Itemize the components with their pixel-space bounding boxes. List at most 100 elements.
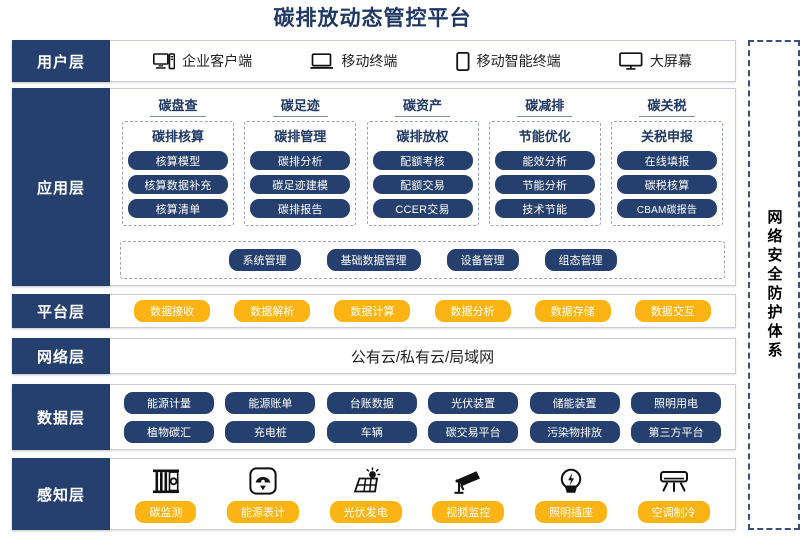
management-button[interactable]: 组态管理: [544, 249, 617, 271]
data-layer-row: 数据层 能源计量 能源账单 台账数据 光伏装置 储能装置 照明用电 植物碳汇 充…: [12, 384, 736, 450]
app-column-title: 碳盘查: [150, 95, 206, 117]
data-item-button[interactable]: 污染物排放: [529, 420, 620, 443]
app-item-button[interactable]: 碳税核算: [617, 175, 717, 194]
data-item-button[interactable]: 车辆: [326, 420, 417, 443]
app-item-button[interactable]: 碳足迹建模: [250, 175, 351, 194]
security-system-label: 网络安全防护体系: [765, 209, 783, 361]
sense-item-label[interactable]: 能源表计: [226, 501, 299, 523]
app-column-carbon-asset: 碳资产 碳排放权 配额考核 配额交易 CCER交易: [365, 95, 481, 226]
sense-item-label[interactable]: 照明插座: [534, 501, 607, 523]
network-layer-row: 网络层 公有云/私有云/局域网: [12, 338, 736, 374]
data-item-button[interactable]: 光伏装置: [428, 391, 519, 414]
app-item-button[interactable]: 技术节能: [494, 199, 595, 218]
user-layer-row: 用户层 企业客户端: [12, 40, 736, 82]
app-column-subtitle: 碳排核算: [151, 129, 204, 144]
desktop-monitor-icon: [153, 52, 176, 70]
user-item-label: 移动智能终端: [476, 53, 561, 69]
app-item-button[interactable]: 碳排报告: [250, 199, 351, 218]
app-column-carbon-tariff: 碳关税 关税申报 在线填报 碳税核算 CBAM碳报告: [609, 95, 725, 226]
perception-layer-label: 感知层: [12, 458, 110, 530]
management-button[interactable]: 基础数据管理: [326, 249, 421, 271]
perception-layer-body: 碳监测 能源表计: [110, 458, 736, 530]
sense-item-label[interactable]: 碳监测: [135, 501, 197, 523]
data-item-button[interactable]: 第三方平台: [630, 420, 721, 443]
carbon-monitor-icon: [151, 465, 181, 495]
data-item-button[interactable]: 充电桩: [225, 420, 316, 443]
sense-item-hvac-cooling[interactable]: 空调制冷: [637, 465, 710, 523]
app-column-title: 碳足迹: [272, 95, 328, 117]
application-layer-row: 应用层 碳盘查 碳排核算 核算模型 核算数据补充 核算清单 碳足迹 碳排管理: [12, 88, 736, 286]
app-item-button[interactable]: 核算模型: [128, 151, 228, 170]
user-layer-body: 企业客户端 移动终端: [110, 40, 736, 82]
app-item-button[interactable]: 配额考核: [372, 151, 473, 170]
management-group: 系统管理 基础数据管理 设备管理 组态管理: [120, 241, 725, 279]
data-item-button[interactable]: 储能装置: [529, 391, 620, 414]
data-layer-label: 数据层: [12, 384, 110, 450]
security-system-panel: 网络安全防护体系: [748, 40, 800, 530]
platform-item-button[interactable]: 数据计算: [334, 300, 411, 322]
app-column-title: 碳资产: [394, 95, 450, 117]
laptop-icon: [310, 52, 334, 70]
app-column-carbon-footprint: 碳足迹 碳排管理 碳排分析 碳足迹建模 碳排报告: [242, 95, 358, 226]
cctv-camera-icon: [452, 465, 484, 495]
app-item-button[interactable]: CBAM碳报告: [617, 199, 717, 218]
sense-item-pv-generation[interactable]: 光伏发电: [329, 465, 402, 523]
app-column-subtitle: 碳排管理: [274, 129, 327, 144]
app-column-title: 碳关税: [639, 95, 695, 117]
app-item-button[interactable]: 碳排分析: [250, 151, 351, 170]
data-item-button[interactable]: 植物碳汇: [124, 420, 214, 443]
energy-meter-icon: [249, 465, 277, 495]
management-button[interactable]: 系统管理: [228, 249, 301, 271]
user-item-large-screen[interactable]: 大屏幕: [619, 51, 692, 71]
sense-item-energy-meter[interactable]: 能源表计: [226, 465, 299, 523]
platform-item-button[interactable]: 数据解析: [234, 300, 311, 322]
data-layer-row-1: 能源计量 能源账单 台账数据 光伏装置 储能装置 照明用电: [124, 391, 721, 414]
large-screen-icon: [619, 52, 643, 70]
platform-item-button[interactable]: 数据分析: [434, 300, 511, 322]
data-item-button[interactable]: 能源账单: [225, 391, 316, 414]
application-layer-body: 碳盘查 碳排核算 核算模型 核算数据补充 核算清单 碳足迹 碳排管理 碳排分析 …: [110, 88, 736, 286]
application-layer-label: 应用层: [12, 88, 110, 286]
platform-item-button[interactable]: 数据交互: [634, 300, 711, 322]
sense-item-label[interactable]: 空调制冷: [637, 501, 710, 523]
platform-layer-label: 平台层: [12, 294, 110, 328]
data-item-button[interactable]: 台账数据: [326, 391, 417, 414]
perception-layer-row: 感知层 碳监测: [12, 458, 736, 530]
app-item-button[interactable]: 核算清单: [128, 199, 228, 218]
air-conditioner-icon: [658, 465, 690, 495]
app-item-button[interactable]: CCER交易: [372, 199, 473, 218]
app-item-button[interactable]: 核算数据补充: [128, 175, 228, 194]
management-button[interactable]: 设备管理: [446, 249, 519, 271]
user-layer-label: 用户层: [12, 40, 110, 82]
sense-item-lighting-socket[interactable]: 照明插座: [534, 465, 607, 523]
app-item-button[interactable]: 能效分析: [494, 151, 595, 170]
sense-item-video-surveillance[interactable]: 视频监控: [432, 465, 505, 523]
data-layer-row-2: 植物碳汇 充电桩 车辆 碳交易平台 污染物排放 第三方平台: [124, 420, 721, 443]
app-item-button[interactable]: 配额交易: [372, 175, 473, 194]
app-column-subtitle: 碳排放权: [396, 129, 449, 144]
network-layer-body: 公有云/私有云/局域网: [110, 338, 736, 374]
data-layer-body: 能源计量 能源账单 台账数据 光伏装置 储能装置 照明用电 植物碳汇 充电桩 车…: [110, 384, 736, 450]
platform-layer-row: 平台层 数据接收 数据解析 数据计算 数据分析 数据存储 数据交互: [12, 294, 736, 328]
app-item-button[interactable]: 在线填报: [617, 151, 717, 170]
platform-item-button[interactable]: 数据接收: [134, 300, 211, 322]
app-column-subtitle: 节能优化: [518, 129, 571, 144]
solar-panel-icon: [350, 465, 382, 495]
light-bulb-icon: [558, 465, 584, 495]
data-item-button[interactable]: 碳交易平台: [428, 420, 519, 443]
page-title: 碳排放动态管控平台: [273, 7, 472, 30]
platform-item-button[interactable]: 数据存储: [534, 300, 611, 322]
user-item-smart-mobile-terminal[interactable]: 移动智能终端: [455, 51, 561, 71]
sense-item-label[interactable]: 视频监控: [432, 501, 505, 523]
user-item-enterprise-client[interactable]: 企业客户端: [153, 51, 252, 71]
user-item-mobile-terminal[interactable]: 移动终端: [310, 51, 397, 71]
app-column-carbon-reduction: 碳减排 节能优化 能效分析 节能分析 技术节能: [487, 95, 603, 226]
data-item-button[interactable]: 照明用电: [630, 391, 721, 414]
sense-item-carbon-monitor[interactable]: 碳监测: [135, 465, 197, 523]
app-column-carbon-inventory: 碳盘查 碳排核算 核算模型 核算数据补充 核算清单: [120, 95, 236, 226]
network-layer-label: 网络层: [12, 338, 110, 374]
sense-item-label[interactable]: 光伏发电: [329, 501, 402, 523]
app-item-button[interactable]: 节能分析: [494, 175, 595, 194]
data-item-button[interactable]: 能源计量: [124, 391, 214, 414]
